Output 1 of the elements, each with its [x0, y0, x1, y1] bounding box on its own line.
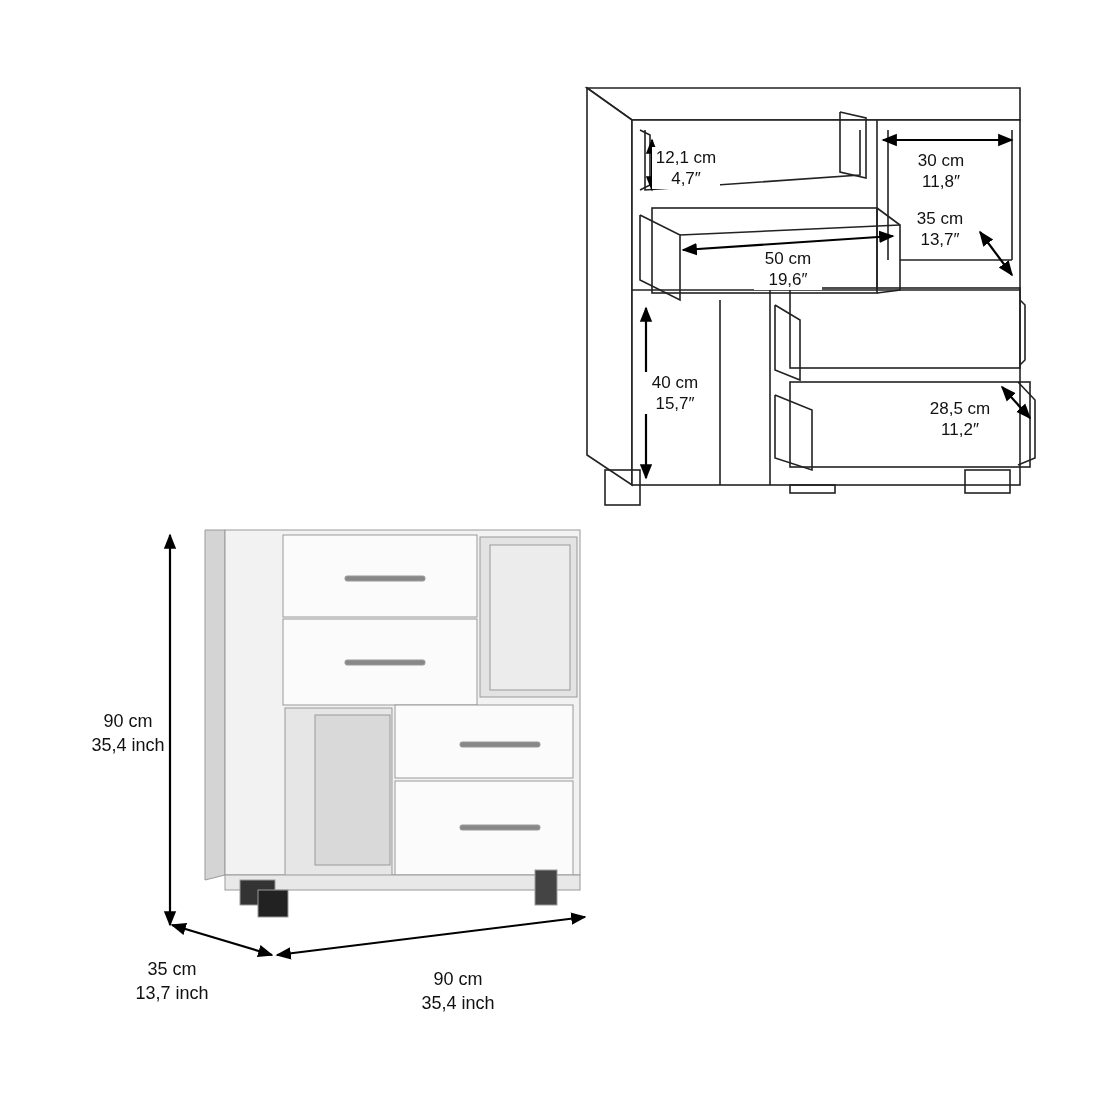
- dimension-label: 12,1 cm 4,7″: [652, 147, 720, 189]
